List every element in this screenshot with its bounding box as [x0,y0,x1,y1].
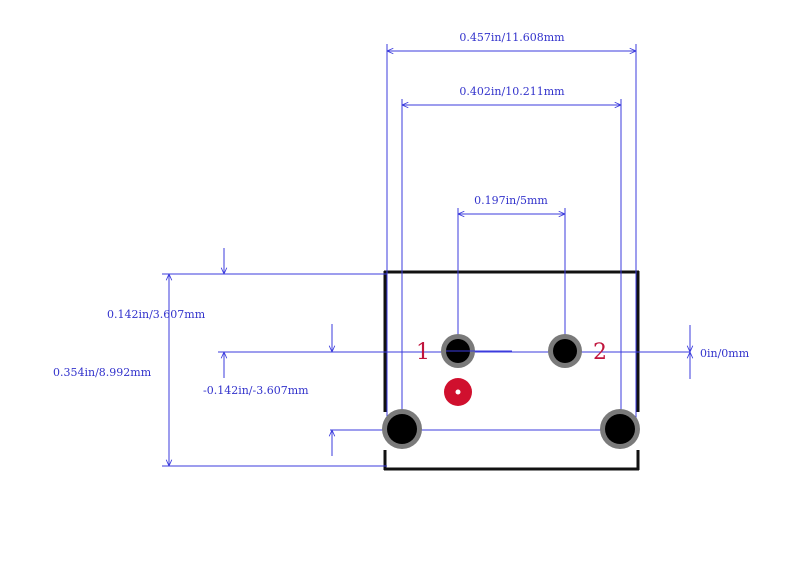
pad-1 [441,334,512,368]
pin1-marker-icon [444,378,472,406]
pins-to-mount-label: -0.142in/-3.607mm [203,384,309,397]
mount-pad-right [600,409,640,449]
overall-width-label: 0.457in/11.608mm [459,31,565,44]
pin-pitch-label: 0.197in/5mm [474,194,548,207]
overall-height-label: 0.354in/8.992mm [53,366,152,379]
mount-pitch-label: 0.402in/10.211mm [459,85,565,98]
mount-pad-left [382,409,422,449]
pin-row-offset-label: 0in/0mm [700,347,750,360]
pad-2 [548,334,582,368]
dimension-arrows [169,51,690,466]
top-to-pins-label: 0.142in/3.607mm [107,308,206,321]
component-outline [383,270,640,471]
pin2-label: 2 [593,340,607,365]
extension-lines [162,44,690,467]
pin1-label: 1 [416,340,430,365]
